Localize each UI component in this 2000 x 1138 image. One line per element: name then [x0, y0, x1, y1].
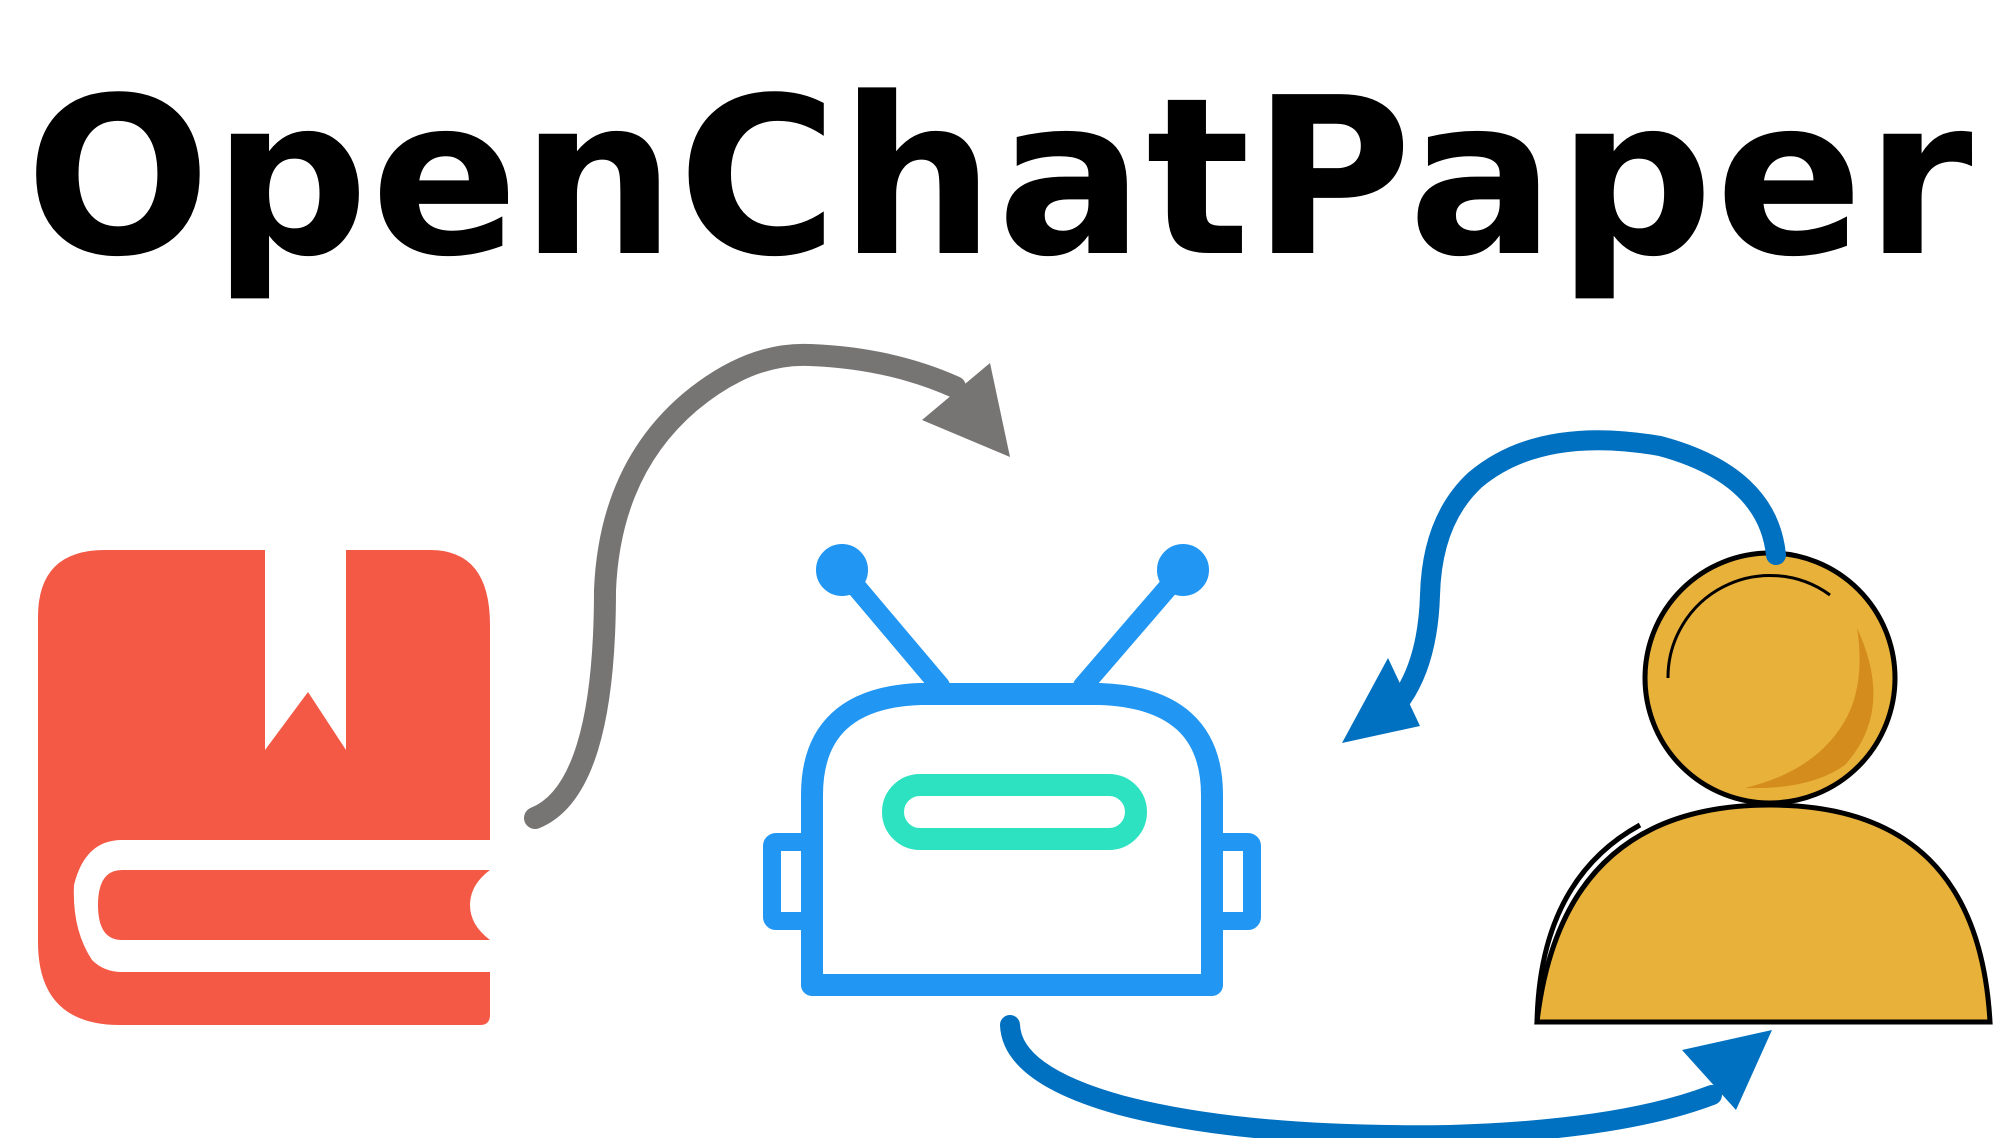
robot-ear-right [1203, 833, 1261, 930]
user-head [1642, 550, 1898, 806]
book-cover [38, 550, 490, 1025]
user-body-outline-left [1534, 822, 1642, 1023]
arrow-book-to-robot-shaft [524, 343, 966, 829]
robot-head [801, 683, 1223, 996]
user-icon [1534, 550, 1993, 1025]
arrow-book-to-robot-head [922, 363, 1010, 457]
arrow-user-to-robot-shaft [1392, 430, 1786, 708]
arrow-user-to-robot-head [1342, 658, 1420, 743]
arrow-book-to-robot [524, 343, 1010, 829]
book-icon [38, 550, 490, 1025]
arrow-robot-to-user [1000, 1015, 1772, 1138]
arrow-user-to-robot [1342, 430, 1786, 743]
book-pages [98, 870, 490, 940]
robot-antenna-tip-right [1157, 544, 1209, 596]
robot-visor [882, 774, 1147, 850]
arrow-robot-to-user-head [1682, 1030, 1772, 1110]
robot-ear-left [763, 833, 821, 930]
user-head-outline-inner [1666, 574, 1831, 679]
user-head-shadow [1745, 628, 1874, 789]
arrow-robot-to-user-shaft [1000, 1015, 1722, 1138]
page-title: OpenChatPaper [25, 52, 1975, 305]
user-body [1534, 802, 1993, 1025]
robot-icon [763, 544, 1261, 996]
robot-antenna-tip-left [816, 544, 868, 596]
